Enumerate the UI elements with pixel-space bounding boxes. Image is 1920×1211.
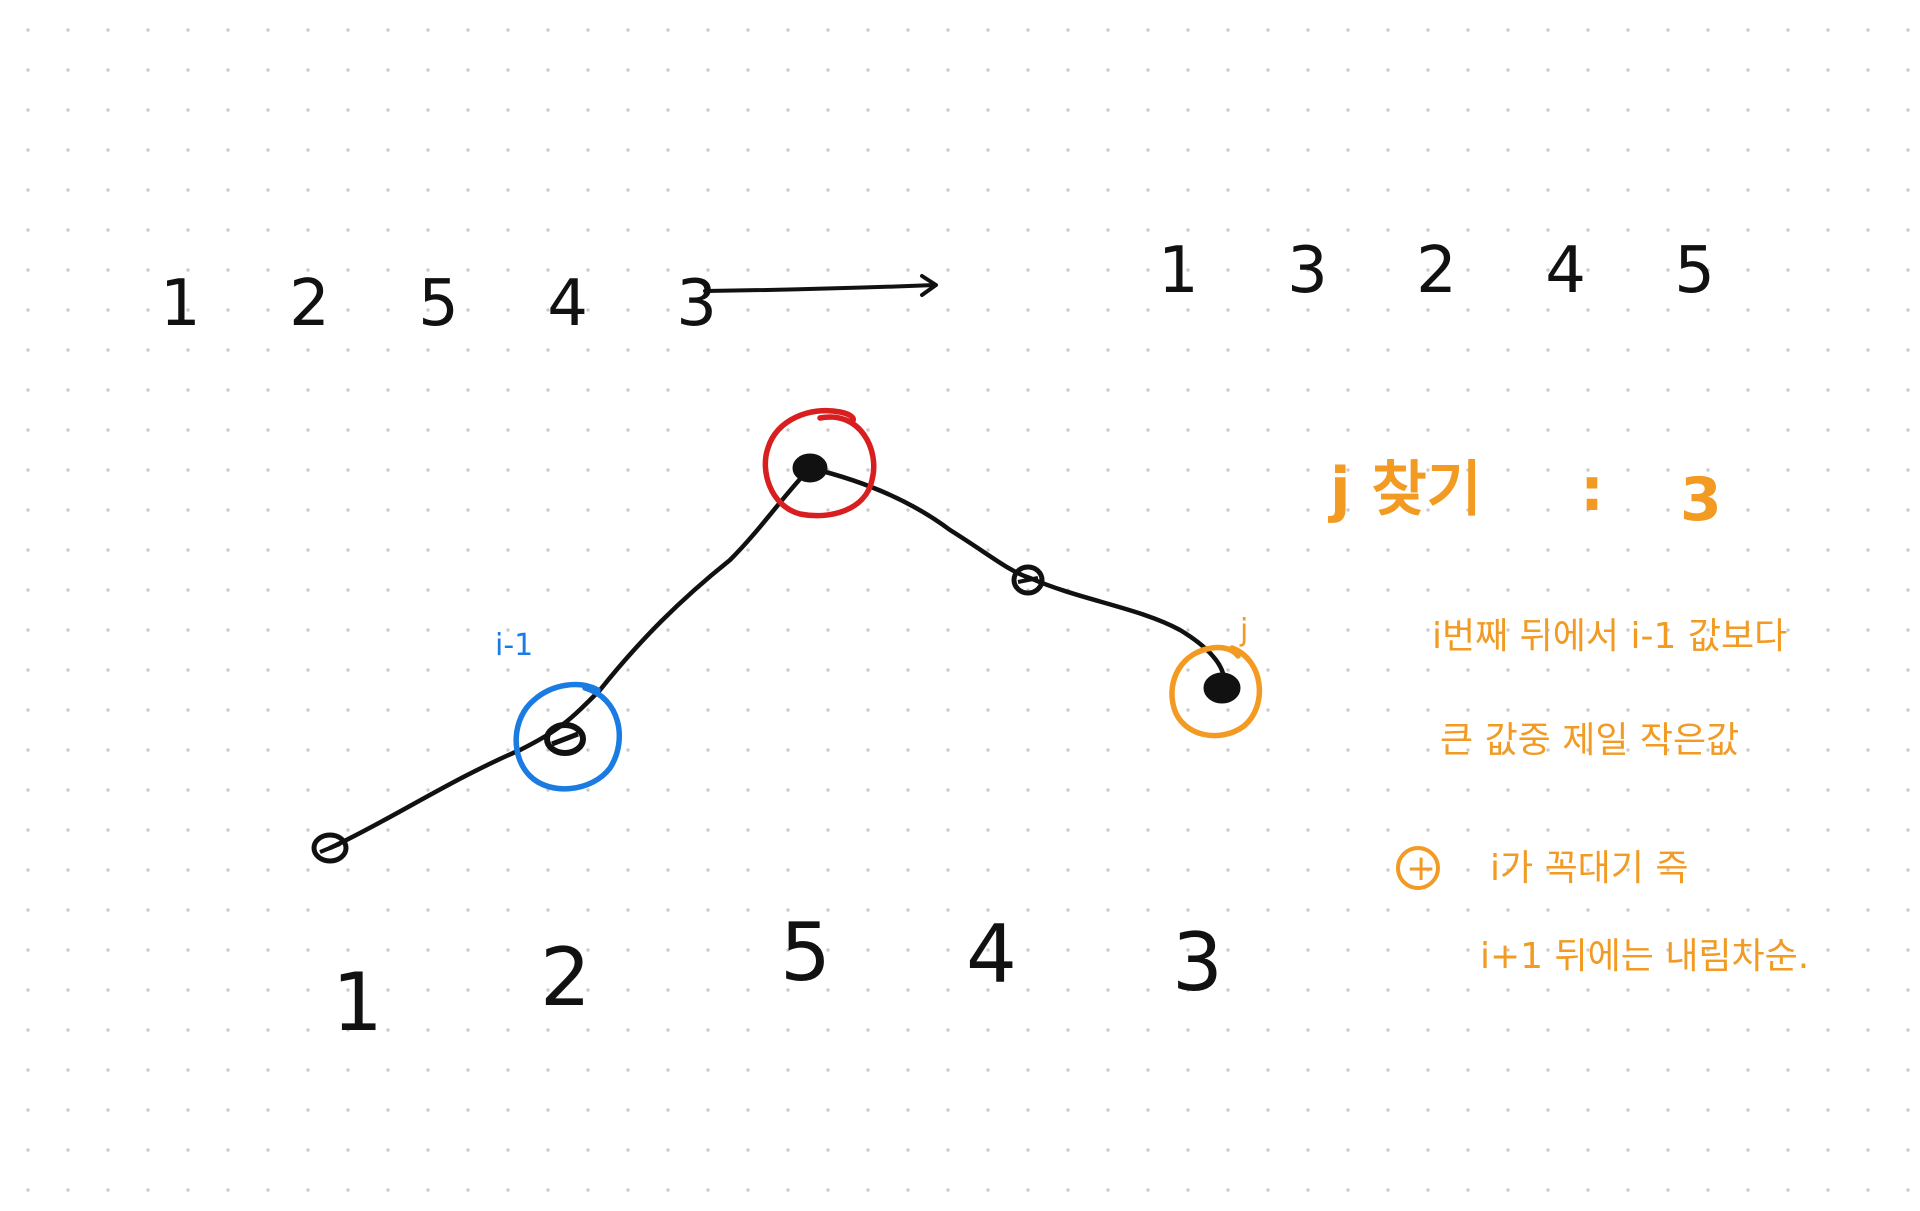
axis-value-3: 3 [1172, 916, 1223, 1009]
find-j-label: j 찾기 [1328, 455, 1482, 525]
sequence-before: 1 2 5 4 3 [160, 267, 751, 341]
axis-value-1: 1 [332, 956, 383, 1049]
note-line-4: i+1 뒤에는 내림차순. [1480, 936, 1809, 977]
note-line-1: i번째 뒤에서 i-1 값보다 [1432, 616, 1787, 657]
peak-circle [762, 408, 877, 519]
i-minus-1-circle [513, 681, 623, 792]
point-3 [1203, 672, 1241, 704]
label-i-minus-1: i-1 [495, 628, 533, 663]
point-5 [792, 453, 828, 483]
point-2 [544, 722, 586, 756]
axis-value-4: 4 [966, 908, 1017, 1001]
sequence-after: 1 3 2 4 5 [1158, 234, 1749, 308]
transform-arrow [703, 274, 938, 297]
axis-value-5: 5 [780, 906, 831, 999]
note-line-2: 큰 값중 제일 작은값 [1440, 720, 1739, 761]
note-marker: + [1396, 846, 1440, 890]
sequence-curve [327, 465, 1226, 851]
axis-value-2: 2 [540, 931, 591, 1024]
point-1 [311, 832, 349, 864]
find-j-colon: : [1580, 455, 1604, 525]
point-4 [1011, 564, 1045, 596]
j-circle [1169, 644, 1263, 739]
find-j-value: 3 [1680, 465, 1722, 535]
note-marker-text: + [1406, 848, 1436, 889]
note-line-3: i가 꼭대기 즉 [1490, 848, 1689, 889]
label-j: j [1239, 613, 1248, 648]
